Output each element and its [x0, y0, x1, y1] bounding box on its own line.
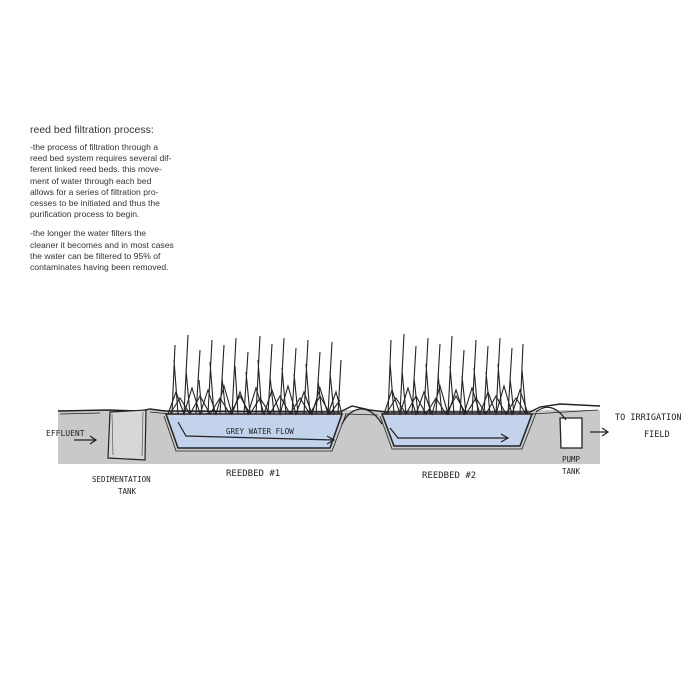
label-sedimentation-line-2: TANK [118, 487, 137, 496]
description-text: reed bed filtration process: -the proces… [30, 124, 215, 281]
label-pump-line-2: TANK [562, 467, 581, 476]
description-paragraph-1: -the process of filtration through a ree… [30, 142, 172, 220]
effluent-arrow [74, 435, 98, 445]
flow-arrows [177, 421, 510, 445]
reedbed-2-basin [380, 413, 534, 447]
label-sedimentation-line-1: SEDIMENTATION [92, 475, 151, 484]
connector-pipe [341, 408, 383, 425]
pump-tank [559, 417, 583, 449]
reeds-bed-1 [167, 334, 343, 416]
reeds-bed-2 [383, 333, 529, 416]
reedbed-1-liner [163, 413, 347, 452]
sedimentation-tank [107, 409, 147, 461]
label-irrigation-line-2: FIELD [644, 430, 670, 440]
label-pump-line-1: PUMP [562, 455, 581, 464]
pump-tank-pipe [535, 406, 567, 421]
label-irrigation-line-1: TO IRRIGATION [615, 413, 682, 423]
description-paragraph-2: -the longer the water filters the cleane… [30, 228, 174, 273]
description-heading: reed bed filtration process: [30, 124, 154, 136]
label-reedbed-2: REEDBED #2 [422, 471, 476, 481]
irrigation-arrow [590, 427, 610, 437]
label-grey-water-flow: GREY WATER FLOW [226, 427, 294, 436]
ground-surface-line-2 [59, 409, 599, 416]
sedimentation-tank-outline [111, 411, 144, 457]
reedbed-2-liner [379, 412, 537, 450]
label-effluent: EFFLUENT [46, 429, 85, 438]
label-reedbed-1: REEDBED #1 [226, 469, 280, 479]
